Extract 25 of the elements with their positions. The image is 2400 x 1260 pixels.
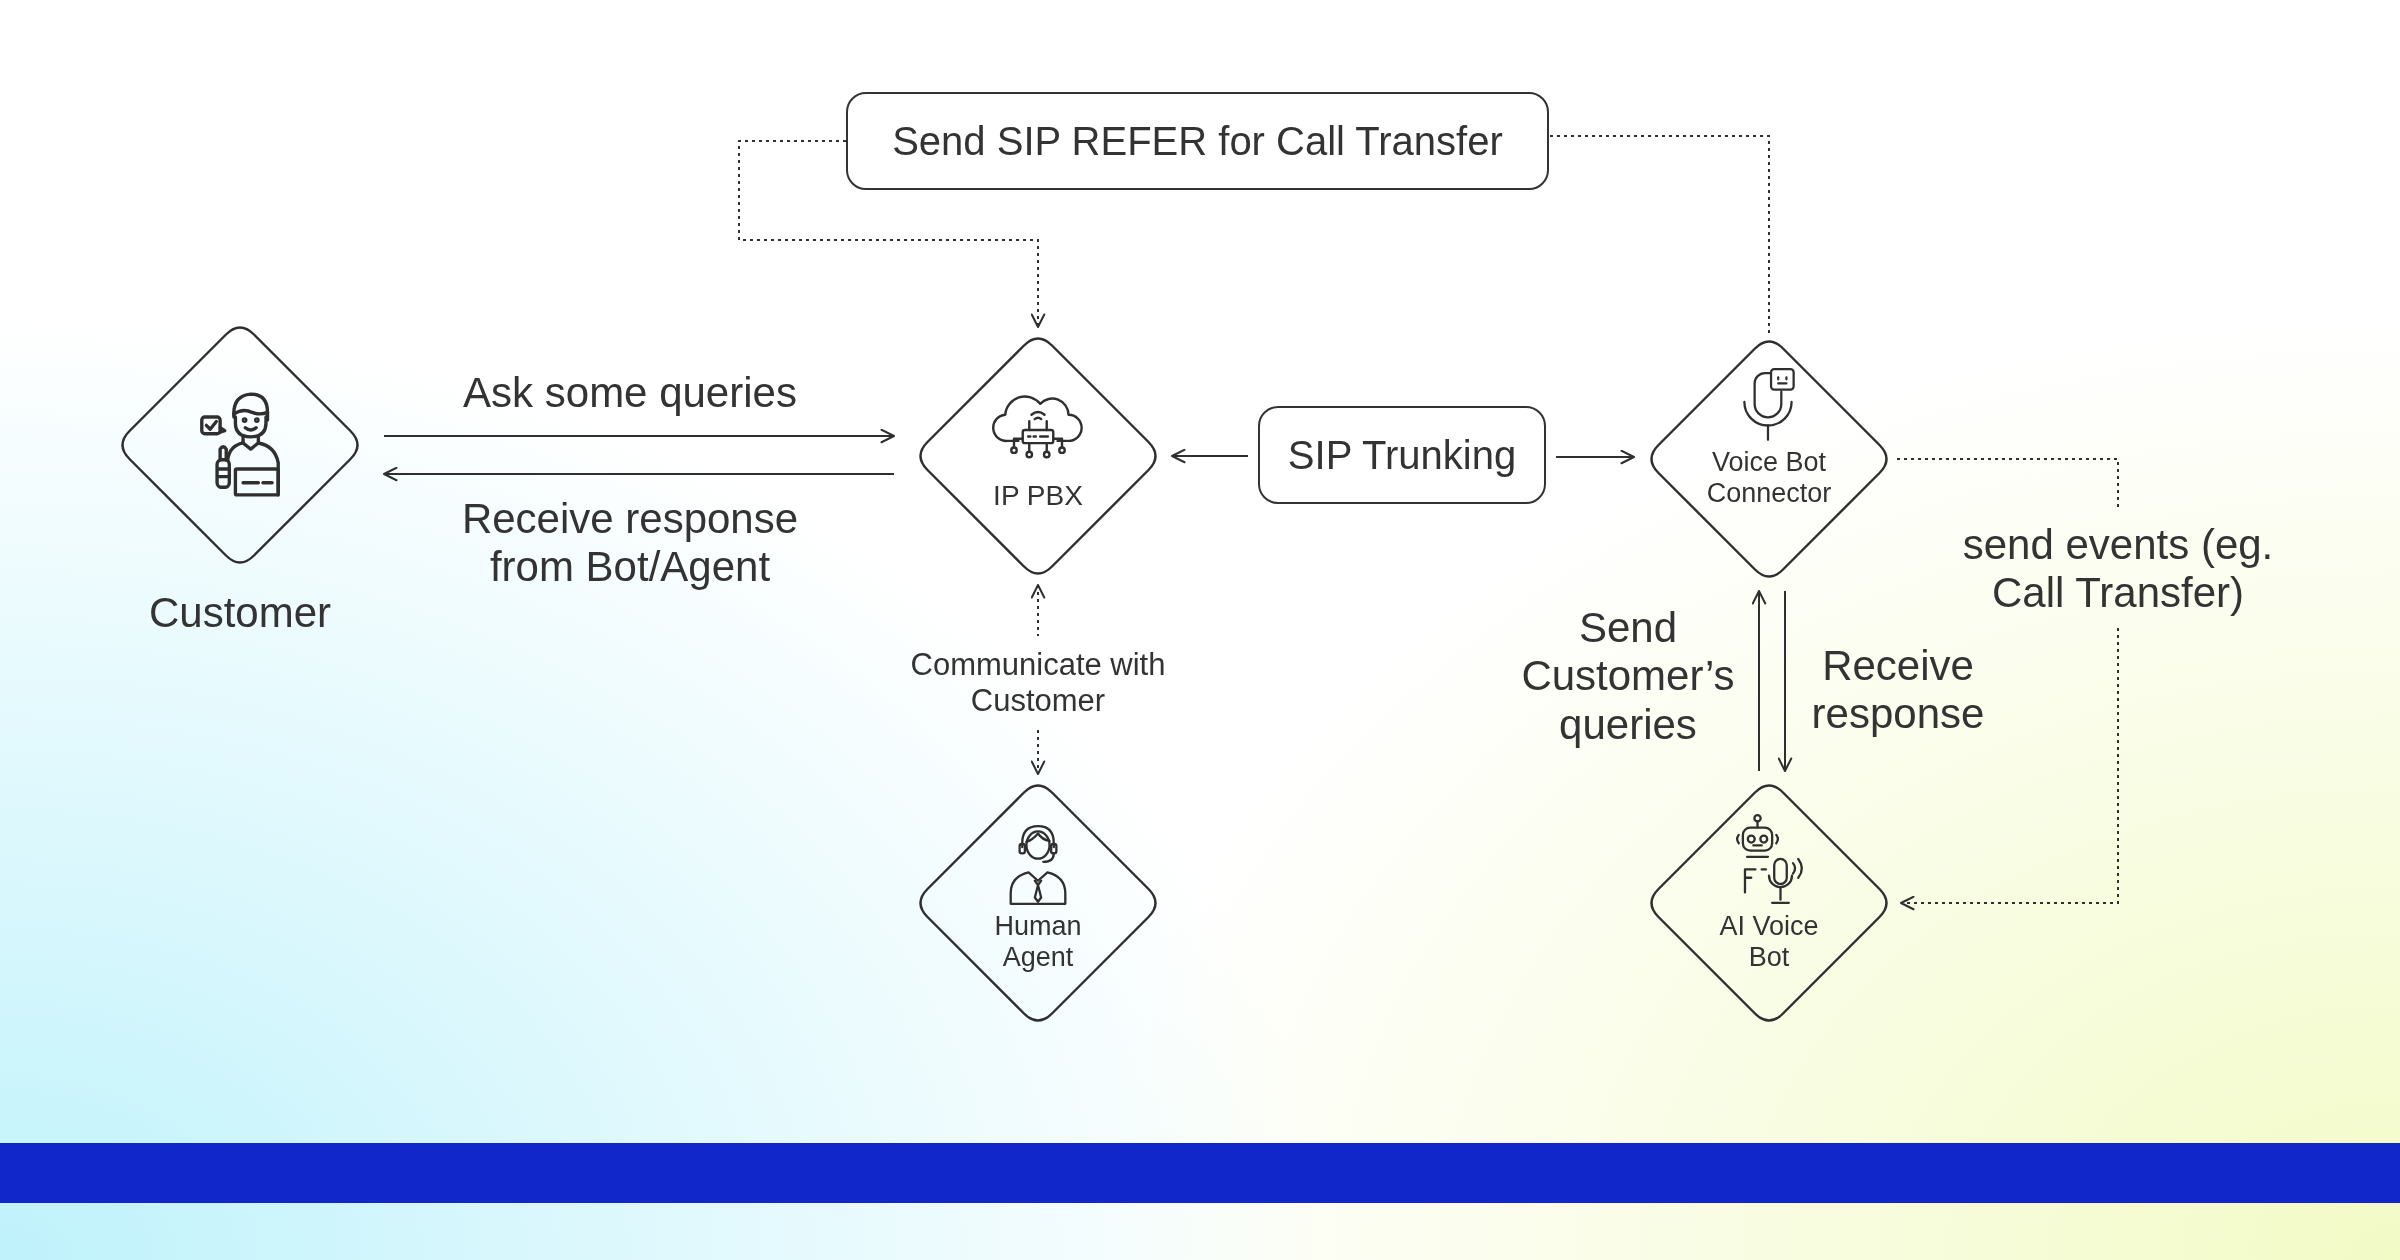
- rounded-box: [846, 92, 1549, 190]
- arrow: [1751, 590, 1767, 772]
- node-label: Customer: [148, 589, 332, 636]
- edge-label: Ask some queries: [463, 368, 797, 416]
- dotted-arrow: [1030, 584, 1046, 775]
- dotted-line: [1548, 135, 1770, 334]
- node-label: IP PBX: [993, 480, 1083, 511]
- edge-label: Receive response from Bot/Agent: [461, 494, 799, 590]
- arrow: [1555, 449, 1635, 465]
- dotted-arrow: [1896, 458, 2119, 911]
- arrow: [383, 466, 895, 482]
- edge-label: Send Customer’s queries: [1521, 603, 1735, 748]
- arrow: [1171, 448, 1249, 464]
- arrow: [1777, 590, 1793, 772]
- edge-label: send events (eg. Call Transfer): [1962, 520, 2274, 616]
- arrow: [383, 428, 895, 444]
- node-label: Voice Bot Connector: [1706, 447, 1832, 509]
- rounded-box: [1258, 406, 1546, 504]
- dotted-arrow: [738, 140, 1046, 328]
- node-label: SIP Trunking: [1287, 432, 1517, 479]
- edge-label: Communicate with Customer: [910, 647, 1166, 718]
- node-label: Send SIP REFER for Call Transfer: [892, 118, 1503, 165]
- edge-label: Receive response: [1811, 641, 1985, 737]
- node-label: AI Voice Bot: [1719, 911, 1819, 973]
- node-label: Human Agent: [994, 911, 1082, 973]
